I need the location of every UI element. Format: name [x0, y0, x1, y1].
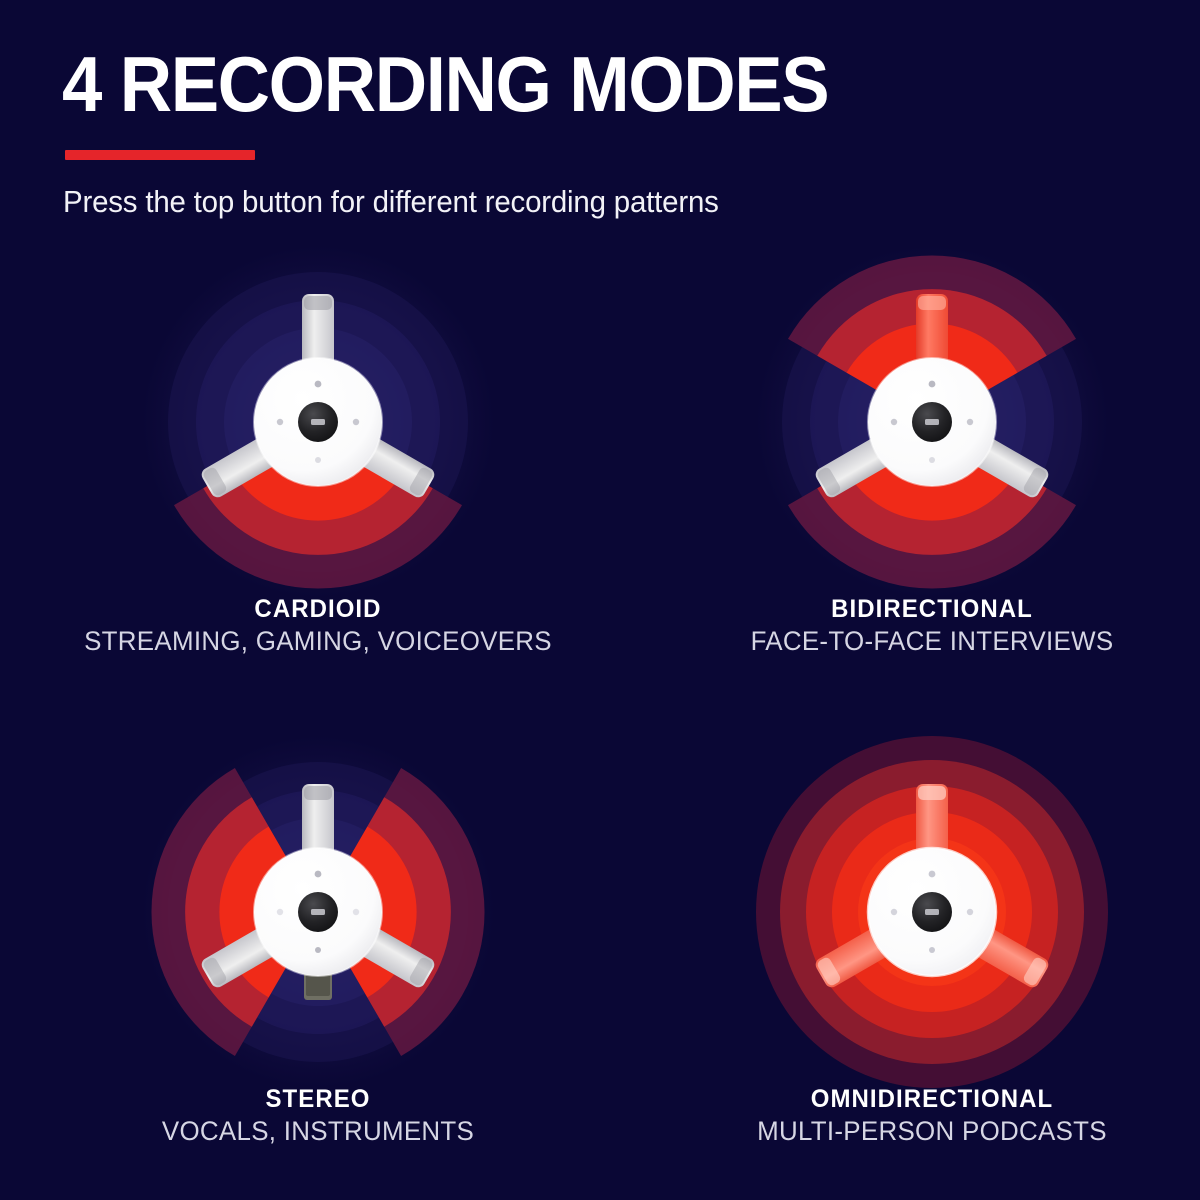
mode-name: STEREO	[265, 1085, 371, 1113]
mode-name: BIDIRECTIONAL	[831, 595, 1033, 623]
stereo-pattern-diagram	[128, 722, 508, 1102]
mode-card-cardioid[interactable]: CARDIOID STREAMING, GAMING, VOICEOVERS	[18, 232, 618, 716]
mode-label-group: STEREO VOCALS, INSTRUMENTS	[18, 1084, 618, 1147]
omnidirectional-pattern-diagram	[742, 722, 1122, 1102]
mode-name: CARDIOID	[254, 595, 382, 623]
mode-label-group: BIDIRECTIONAL FACE-TO-FACE INTERVIEWS	[632, 594, 1200, 657]
title-underline-accent	[65, 150, 255, 160]
mode-button-icon	[912, 892, 952, 932]
mode-use-case: FACE-TO-FACE INTERVIEWS	[750, 626, 1114, 656]
page-subtitle: Press the top button for different recor…	[63, 184, 719, 219]
mode-card-stereo[interactable]: STEREO VOCALS, INSTRUMENTS	[18, 722, 618, 1200]
bidirectional-pattern-diagram	[742, 232, 1122, 612]
mode-label-group: CARDIOID STREAMING, GAMING, VOICEOVERS	[18, 594, 618, 657]
mode-use-case: MULTI-PERSON PODCASTS	[757, 1116, 1107, 1146]
mode-use-case: STREAMING, GAMING, VOICEOVERS	[84, 626, 552, 656]
mode-button-icon	[298, 402, 338, 442]
cardioid-pattern-diagram	[128, 232, 508, 612]
recording-modes-grid: CARDIOID STREAMING, GAMING, VOICEOVERS	[0, 232, 1200, 1200]
mode-use-case: VOCALS, INSTRUMENTS	[161, 1116, 475, 1146]
mode-button-icon	[298, 892, 338, 932]
header: 4 RECORDING MODES Press the top button f…	[0, 0, 1200, 232]
mode-card-omnidirectional[interactable]: OMNIDIRECTIONAL MULTI-PERSON PODCASTS	[632, 722, 1200, 1200]
mode-button-icon	[912, 402, 952, 442]
page-title: 4 RECORDING MODES	[62, 40, 830, 128]
mode-label-group: OMNIDIRECTIONAL MULTI-PERSON PODCASTS	[632, 1084, 1200, 1147]
mode-name: OMNIDIRECTIONAL	[810, 1085, 1054, 1113]
mode-card-bidirectional[interactable]: BIDIRECTIONAL FACE-TO-FACE INTERVIEWS	[632, 232, 1200, 716]
